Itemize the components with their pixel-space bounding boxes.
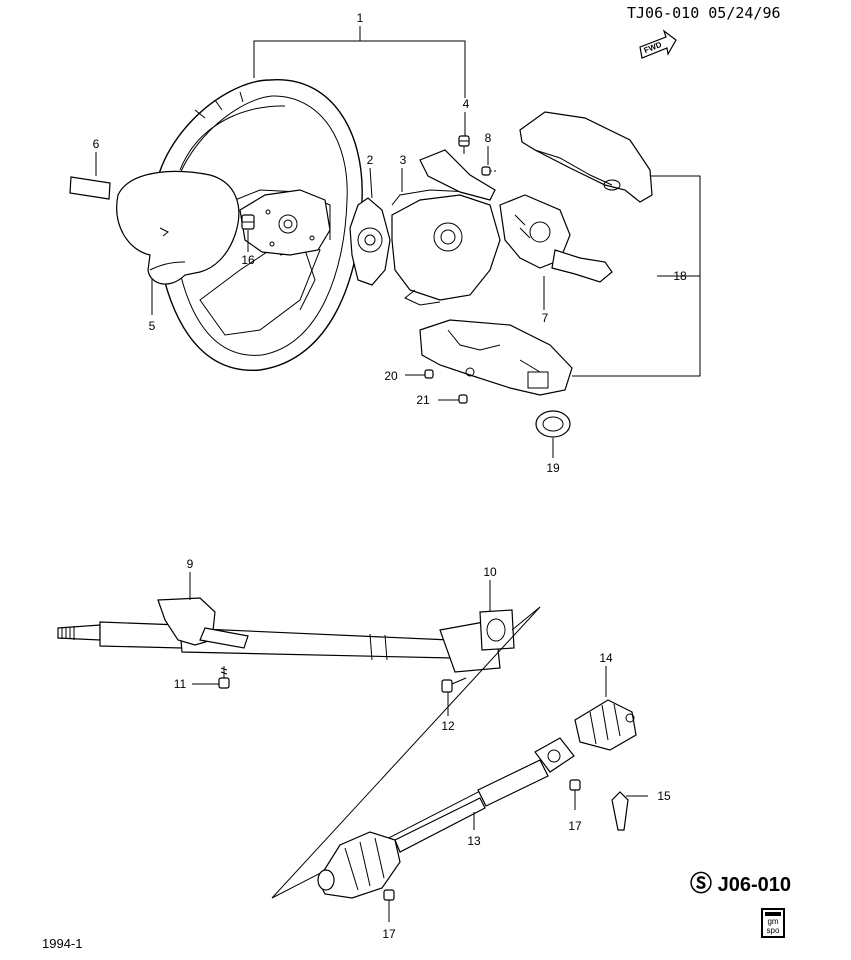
callout-16: 16 [241,253,255,267]
combination-switch-housing [391,189,501,306]
callout-8: 8 [485,131,492,145]
horn-pad [116,170,240,285]
lower-column-cover [419,319,573,396]
gm-spo-logo: gm spo [761,908,785,938]
page-footer: 1994-1 [42,936,83,951]
callout-21: 21 [416,393,430,407]
callout-17b: 17 [382,927,396,941]
callout-10: 10 [483,565,497,579]
nut-16 [241,214,255,230]
screw-21 [438,394,468,404]
part-code-label: J06-010 [717,874,791,896]
callout-15: 15 [657,789,671,803]
callout-7: 7 [542,311,549,325]
fwd-arrow-icon: FWD [639,29,677,59]
bolt-17b [383,889,395,922]
callout-14: 14 [599,651,613,665]
screw-8 [481,166,498,176]
screw-4 [458,135,470,154]
tie-strap-15 [611,791,648,831]
callout-13: 13 [467,834,481,848]
emblem-label [69,176,111,200]
callout-5: 5 [149,319,156,333]
steering-column-shaft [57,597,541,673]
part-code: Ⓢ J06-010 [690,866,791,898]
callout-11: 11 [174,677,187,691]
callout-4: 4 [463,97,470,111]
callout-1: 1 [357,11,364,25]
callout-20: 20 [384,369,398,383]
steering-wheel [152,79,363,371]
switch-lever [419,149,613,283]
intermediate-shaft [271,606,637,899]
callout-3: 3 [400,153,407,167]
diagram-reference: TJ06-010 05/24/96 [627,4,781,22]
callout-9: 9 [187,557,194,571]
callout-17a: 17 [568,819,582,833]
callout-19: 19 [546,461,560,475]
gm-spo-logo-line2: spo [766,926,780,935]
grommet-19 [535,410,571,438]
callout-12: 12 [441,719,455,733]
callout-2: 2 [367,153,374,167]
bracket-1 [253,40,466,98]
leader-2 [369,167,373,199]
bolt-17a [569,779,581,810]
callout-6: 6 [93,137,100,151]
callout-18: 18 [673,269,687,283]
screw-20 [405,369,434,379]
gm-spo-logo-line1: gm [767,917,779,926]
bolt-12 [441,677,467,716]
upper-column-cover [519,111,653,203]
bolt-11 [192,666,230,689]
contact-plate [349,197,391,286]
callout-labels: 1 2 3 4 5 6 7 8 9 10 11 12 13 14 15 16 1… [93,11,687,941]
suzuki-logo-icon: Ⓢ [690,871,713,896]
